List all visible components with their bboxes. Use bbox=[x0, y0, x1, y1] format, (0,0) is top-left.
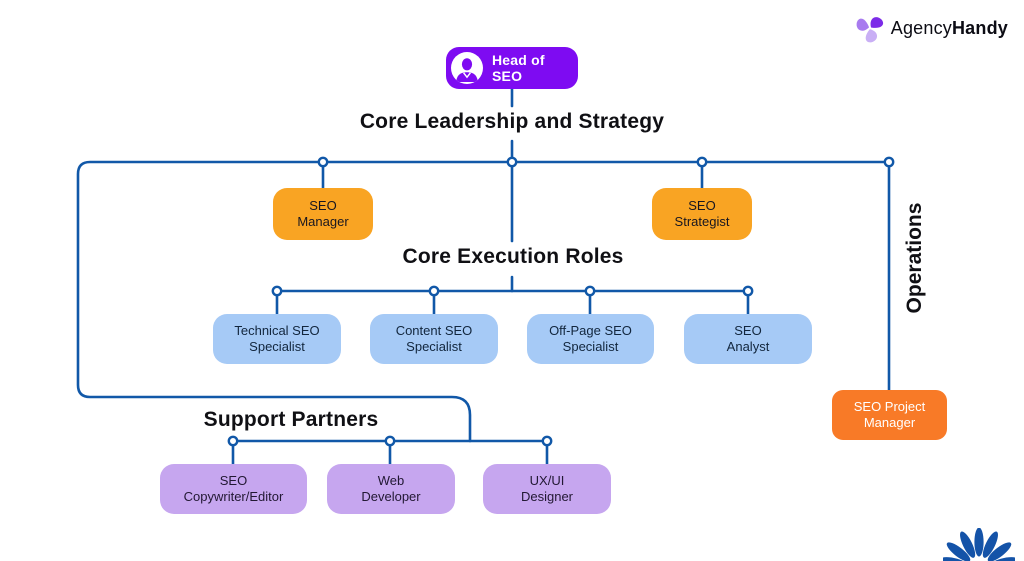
junction-node bbox=[696, 156, 708, 168]
node-seo-analyst: SEO Analyst bbox=[684, 314, 812, 364]
section-title-operations: Operations bbox=[903, 202, 926, 314]
node-seo-copywriter-editor: SEO Copywriter/Editor bbox=[160, 464, 307, 514]
junction-node bbox=[506, 156, 518, 168]
node-head-of-seo: Head of SEO bbox=[446, 47, 578, 89]
node-head-of-seo-label: Head of SEO bbox=[492, 52, 545, 84]
junction-node bbox=[428, 285, 440, 297]
junction-node bbox=[271, 285, 283, 297]
junction-node bbox=[742, 285, 754, 297]
section-title-support: Support Partners bbox=[203, 408, 379, 431]
brand-name-agency: Agency bbox=[890, 17, 952, 38]
node-offpage-seo-specialist: Off-Page SEO Specialist bbox=[527, 314, 654, 364]
junction-node bbox=[317, 156, 329, 168]
main-rail-line bbox=[76, 160, 891, 443]
node-seo-project-manager: SEO Project Manager bbox=[832, 390, 947, 440]
junction-node bbox=[883, 156, 895, 168]
section-title-execution: Core Execution Roles bbox=[402, 245, 624, 268]
person-icon bbox=[451, 52, 483, 84]
node-seo-manager: SEO Manager bbox=[273, 188, 373, 240]
junction-node bbox=[584, 285, 596, 297]
node-web-developer: Web Developer bbox=[327, 464, 455, 514]
agencyhandy-swirl-icon bbox=[856, 17, 883, 43]
node-technical-seo-specialist: Technical SEO Specialist bbox=[213, 314, 341, 364]
brand-logo: AgencyHandy bbox=[855, 13, 1008, 43]
section-title-leadership: Core Leadership and Strategy bbox=[359, 110, 665, 133]
node-seo-strategist: SEO Strategist bbox=[652, 188, 752, 240]
junction-node bbox=[384, 435, 396, 447]
node-content-seo-specialist: Content SEO Specialist bbox=[370, 314, 498, 364]
junction-node bbox=[541, 435, 553, 447]
lotus-fan-icon bbox=[943, 528, 1015, 561]
node-uxui-designer: UX/UI Designer bbox=[483, 464, 611, 514]
junction-node bbox=[227, 435, 239, 447]
brand-name: AgencyHandy bbox=[891, 18, 1008, 39]
brand-name-handy: Handy bbox=[951, 17, 1008, 38]
